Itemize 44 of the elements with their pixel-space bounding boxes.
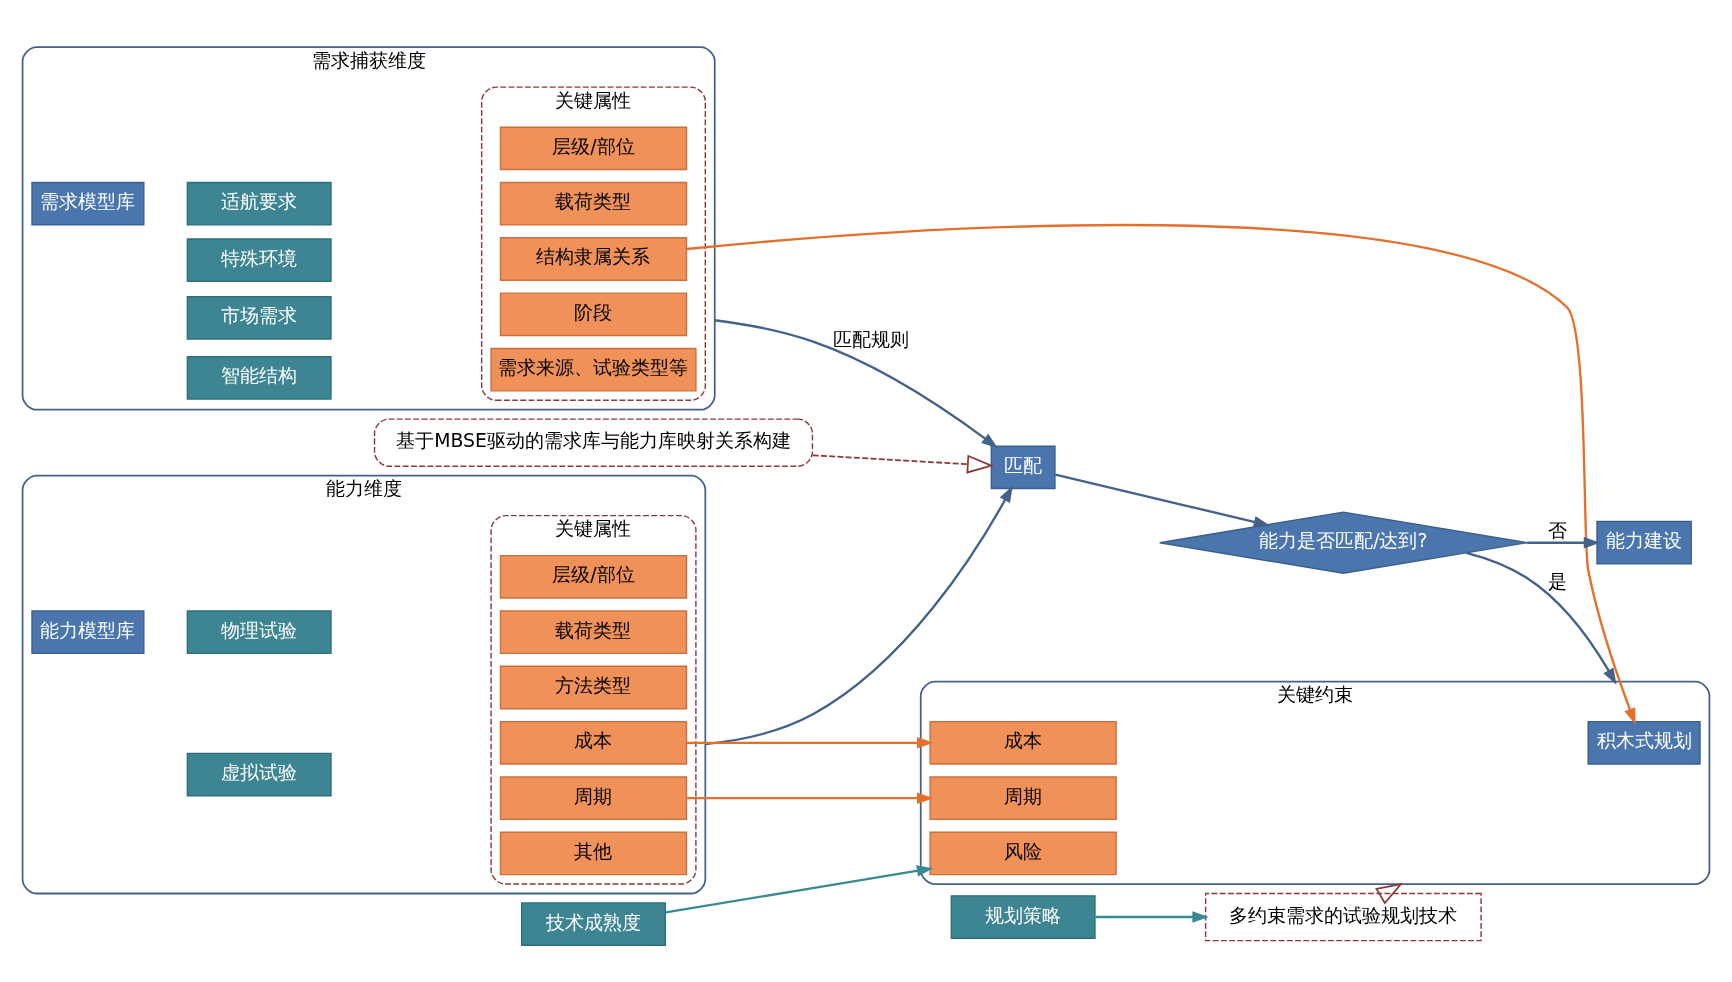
node-box: 成本 [929,720,1117,765]
node-box: 周期 [499,775,688,820]
arrow [686,223,1636,725]
arrow [1466,551,1617,685]
node-box: 能力模型库 [31,609,145,654]
node-box: 虚拟试验 [186,752,332,796]
arrow [1527,536,1601,548]
node-box: 物理试验 [186,609,332,654]
arrow [686,736,934,749]
node-box: 智能结构 [186,355,332,400]
node-box: 成本 [499,720,688,765]
arrow [1055,473,1271,527]
node-box: 方法类型 [499,665,688,709]
node-box: 特殊环境 [186,237,332,282]
edge-label: 匹配规则 [833,328,910,350]
node-diamond: 能力是否匹配/达到? [1159,510,1528,574]
node-box: 阶段 [499,291,688,336]
arrow [1095,910,1209,923]
node-box: 载荷类型 [499,609,688,654]
arrow [665,864,934,913]
node-box: 层级/部位 [499,125,688,170]
arrow [686,791,934,804]
node-box: 匹配 [990,444,1056,489]
node-box: 结构隶属关系 [499,236,688,281]
node-box: 技术成熟度 [520,901,666,946]
edge-label: 是 [1548,570,1568,592]
node-box: 市场需求 [186,295,332,340]
node-box: 风险 [929,831,1117,875]
arrow [1375,882,1404,905]
arrow [705,485,1013,745]
node-box: 周期 [929,775,1117,820]
edge-label: 否 [1548,519,1568,541]
arrow [811,453,995,474]
node-box: 能力建设 [1596,520,1692,565]
node-box: 载荷类型 [499,181,688,226]
node-box: 规划策略 [950,894,1096,939]
node-box: 需求模型库 [31,181,145,226]
node-box: 需求来源、试验类型等 [490,347,697,392]
node-box: 其他 [499,831,688,875]
arrow [714,318,998,448]
node-box: 基于MBSE驱动的需求库与能力库映射关系构建 [373,417,814,467]
node-box: 层级/部位 [499,554,688,599]
node-box: 积木式规划 [1587,720,1701,765]
node-box: 适航要求 [186,181,332,226]
